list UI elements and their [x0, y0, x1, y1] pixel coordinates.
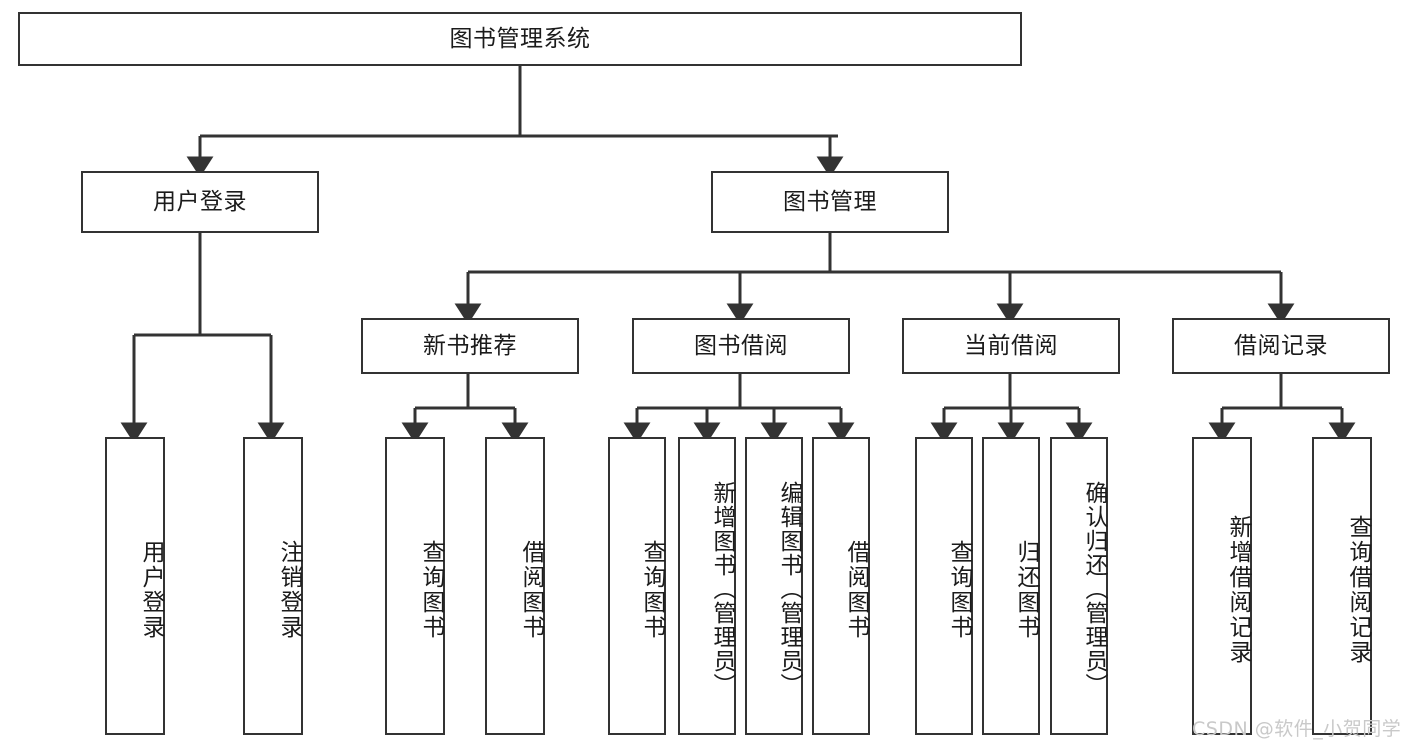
leaf-add-book-admin[interactable]: 新增图书（管理员）: [678, 437, 736, 735]
leaf-confirm-return-admin[interactable]: 确认归还（管理员）: [1050, 437, 1108, 735]
node-current-borrow[interactable]: 当前借阅: [902, 318, 1120, 374]
csdn-watermark: CSDN @软件_小贺同学: [1192, 718, 1402, 740]
leaf-return-book[interactable]: 归还图书: [982, 437, 1040, 735]
leaf-user-login[interactable]: 用户登录: [105, 437, 165, 735]
node-book-borrow[interactable]: 图书借阅: [632, 318, 850, 374]
leaf-query-book-rec[interactable]: 查询图书: [385, 437, 445, 735]
leaf-logout-login[interactable]: 注销登录: [243, 437, 303, 735]
node-book-management[interactable]: 图书管理: [711, 171, 949, 233]
leaf-query-book-current[interactable]: 查询图书: [915, 437, 973, 735]
leaf-add-borrow-record[interactable]: 新增借阅记录: [1192, 437, 1252, 735]
leaf-edit-book-admin[interactable]: 编辑图书（管理员）: [745, 437, 803, 735]
leaf-borrow-book-rec[interactable]: 借阅图书: [485, 437, 545, 735]
node-root-system[interactable]: 图书管理系统: [18, 12, 1022, 66]
leaf-query-borrow-record[interactable]: 查询借阅记录: [1312, 437, 1372, 735]
leaf-query-book-borrow[interactable]: 查询图书: [608, 437, 666, 735]
node-user-login[interactable]: 用户登录: [81, 171, 319, 233]
node-new-book-recommend[interactable]: 新书推荐: [361, 318, 579, 374]
node-borrow-record[interactable]: 借阅记录: [1172, 318, 1390, 374]
leaf-borrow-book[interactable]: 借阅图书: [812, 437, 870, 735]
